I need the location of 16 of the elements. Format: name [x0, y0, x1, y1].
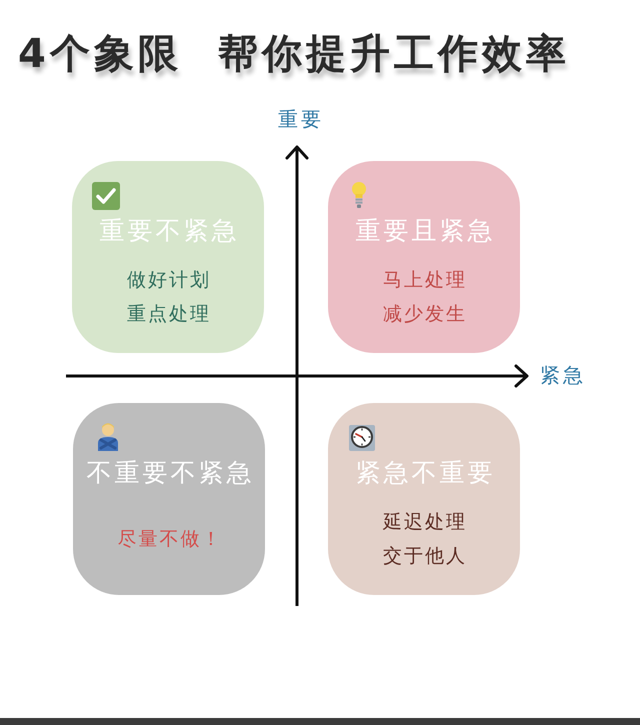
quadrant-card [328, 403, 520, 595]
action-text: 重点处理 [126, 302, 211, 327]
action-text: 减少发生 [382, 302, 467, 327]
quadrant-card [328, 161, 520, 353]
quadrant-card [73, 403, 265, 595]
title: 4个象限 帮你提升工作效率 [18, 30, 570, 79]
quadrant-heading: 重要且紧急 [354, 215, 496, 247]
action-text: 做好计划 [126, 268, 211, 293]
action-text: 交于他人 [382, 544, 467, 569]
axis-label: 重要 [278, 106, 324, 132]
action-text: 延迟处理 [382, 510, 467, 535]
axis-label: 紧急 [540, 362, 586, 388]
action-text: 马上处理 [382, 268, 467, 293]
quadrant-card [72, 161, 264, 353]
action-text: 尽量不做！ [116, 527, 222, 552]
quadrant-heading: 不重要不紧急 [86, 457, 254, 489]
